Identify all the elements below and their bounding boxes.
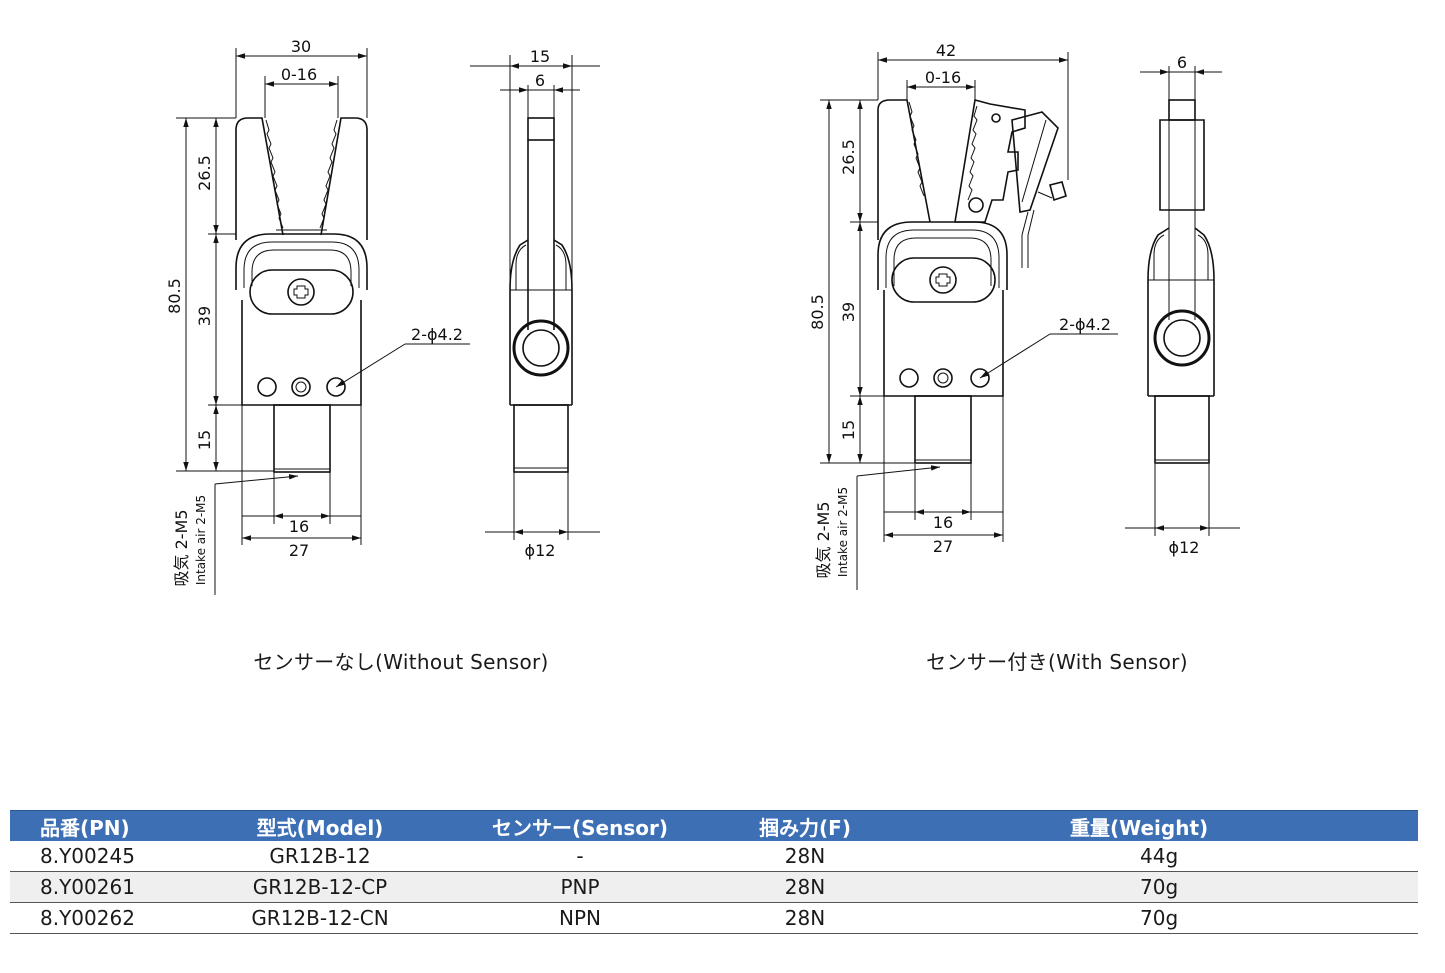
cell-pn: 8.Y00245 [10, 841, 190, 872]
air-port-en-sensor: Intake air 2-M5 [836, 487, 850, 577]
dim-base-height-sensor: 15 [839, 420, 858, 440]
dim-jaw-height-sensor: 26.5 [839, 139, 858, 175]
header-force: 掴み力(F) [710, 810, 980, 841]
side-dim-width-inner-sensor: 6 [1177, 53, 1187, 72]
cell-pn: 8.Y00262 [10, 902, 190, 934]
cell-weight: 44g [980, 841, 1418, 872]
dim-bottom-outer-sensor: 27 [933, 537, 953, 556]
dim-stroke-sensor: 0-16 [925, 68, 961, 87]
dim-body-height-sensor: 39 [839, 302, 858, 322]
header-model: 型式(Model) [190, 810, 450, 841]
hole-note-sensor: 2-ϕ4.2 [1059, 315, 1111, 334]
dim-bottom-inner-sensor: 16 [933, 513, 953, 532]
cell-model: GR12B-12 [190, 841, 450, 872]
table-header-row: 品番(PN) 型式(Model) センサー(Sensor) 掴み力(F) 重量(… [10, 810, 1418, 841]
cell-force: 28N [710, 841, 980, 872]
header-pn: 品番(PN) [10, 810, 190, 841]
technical-drawing: 30 0-16 80.5 26.5 39 15 2-ϕ4.2 16 27 吸気 … [165, 37, 1240, 595]
spec-table: 品番(PN) 型式(Model) センサー(Sensor) 掴み力(F) 重量(… [10, 810, 1418, 934]
front-dims-with-sensor: 42 0-16 80.5 26.5 39 15 2-ϕ4.2 16 27 吸気 … [808, 41, 1118, 590]
hole-note: 2-ϕ4.2 [411, 325, 463, 344]
header-weight: 重量(Weight) [980, 810, 1418, 841]
dim-width-total: 30 [291, 37, 311, 56]
dim-stroke: 0-16 [281, 65, 317, 84]
side-dims-without-sensor: 15 6 ϕ12 [470, 47, 600, 560]
side-view-with-sensor [1147, 99, 1215, 464]
side-dim-width-inner: 6 [535, 71, 545, 90]
dim-jaw-height: 26.5 [195, 155, 214, 191]
dim-bottom-outer: 27 [289, 541, 309, 560]
cell-force: 28N [710, 871, 980, 903]
side-dim-width-total: 15 [530, 47, 550, 66]
air-port-jp: 吸気 2-M5 [172, 509, 191, 586]
side-dim-diameter: ϕ12 [525, 541, 556, 560]
cell-pn: 8.Y00261 [10, 871, 190, 903]
header-sensor: センサー(Sensor) [450, 810, 710, 841]
dim-height-total: 80.5 [165, 278, 184, 314]
air-port-en: Intake air 2-M5 [194, 495, 208, 585]
air-port-jp-sensor: 吸気 2-M5 [814, 501, 833, 578]
cell-force: 28N [710, 902, 980, 934]
side-dims-with-sensor: 6 ϕ12 [1125, 53, 1240, 557]
front-view-with-sensor [877, 98, 1067, 464]
caption-without-sensor: センサーなし(Without Sensor) [253, 650, 549, 674]
cell-weight: 70g [980, 871, 1418, 903]
table-row: 8.Y00262 GR12B-12-CN NPN 28N 70g [10, 902, 1418, 934]
caption-with-sensor: センサー付き(With Sensor) [926, 650, 1188, 674]
dim-height-total-sensor: 80.5 [808, 294, 827, 330]
cell-sensor: NPN [450, 902, 710, 934]
cell-model: GR12B-12-CN [190, 902, 450, 934]
side-dim-diameter-sensor: ϕ12 [1169, 538, 1200, 557]
dim-bottom-inner: 16 [289, 517, 309, 536]
front-dims-without-sensor: 30 0-16 80.5 26.5 39 15 2-ϕ4.2 16 27 吸気 … [165, 37, 470, 595]
table-row: 8.Y00261 GR12B-12-CP PNP 28N 70g [10, 871, 1418, 903]
cell-weight: 70g [980, 902, 1418, 934]
dim-base-height: 15 [195, 430, 214, 450]
dim-width-total-sensor: 42 [936, 41, 956, 60]
cell-sensor: PNP [450, 871, 710, 903]
side-view-without-sensor [509, 117, 573, 473]
front-view-without-sensor [235, 117, 368, 473]
cell-sensor: - [450, 841, 710, 872]
cell-model: GR12B-12-CP [190, 871, 450, 903]
table-row: 8.Y00245 GR12B-12 - 28N 44g [10, 841, 1418, 872]
dim-body-height: 39 [195, 306, 214, 326]
